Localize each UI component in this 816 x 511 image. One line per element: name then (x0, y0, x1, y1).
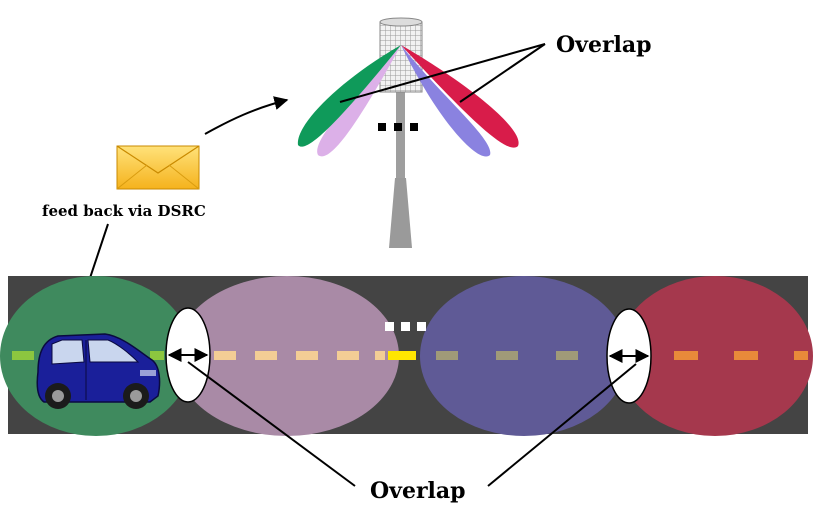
lane-mark (496, 351, 518, 360)
lane-mark (556, 351, 578, 360)
beam-group-left (297, 45, 401, 157)
lane-mark (794, 351, 808, 360)
beam-violet (401, 45, 491, 157)
overlap-bottom-pointers (187, 361, 637, 487)
overlap-label-bottom: Overlap (370, 478, 466, 504)
lane-markings (12, 351, 808, 360)
coverage-zone-pink (175, 276, 399, 436)
coverage-zone-violet (420, 276, 628, 436)
lane-mark (436, 351, 458, 360)
beam-pink (317, 45, 401, 157)
feedback-label: feed back via DSRC (42, 202, 206, 220)
lane-mark (674, 351, 698, 360)
tower-base (389, 178, 412, 248)
coverage-zone-red (617, 276, 813, 436)
feedback-arrow (204, 96, 289, 135)
lane-mark (255, 351, 277, 360)
road (0, 276, 813, 436)
overlap-region-right (606, 308, 652, 404)
overlap-top-pointers (339, 43, 546, 103)
envelope-icon (116, 145, 200, 190)
overlap-label-top: Overlap (556, 32, 652, 58)
lane-mark (12, 351, 34, 360)
lane-mark (375, 351, 385, 360)
beam-red (401, 45, 519, 148)
base-station (297, 17, 519, 248)
car-icon (36, 333, 161, 409)
lane-mark (337, 351, 359, 360)
ellipsis-road (385, 322, 426, 331)
lane-mark (296, 351, 318, 360)
ellipsis-top (378, 123, 418, 131)
lane-mark (388, 351, 416, 360)
lane-mark (214, 351, 236, 360)
beam-group-right (401, 45, 519, 157)
beam-green (297, 45, 401, 147)
overlap-region-left (165, 307, 211, 403)
lane-mark (150, 351, 164, 360)
lane-mark (734, 351, 758, 360)
